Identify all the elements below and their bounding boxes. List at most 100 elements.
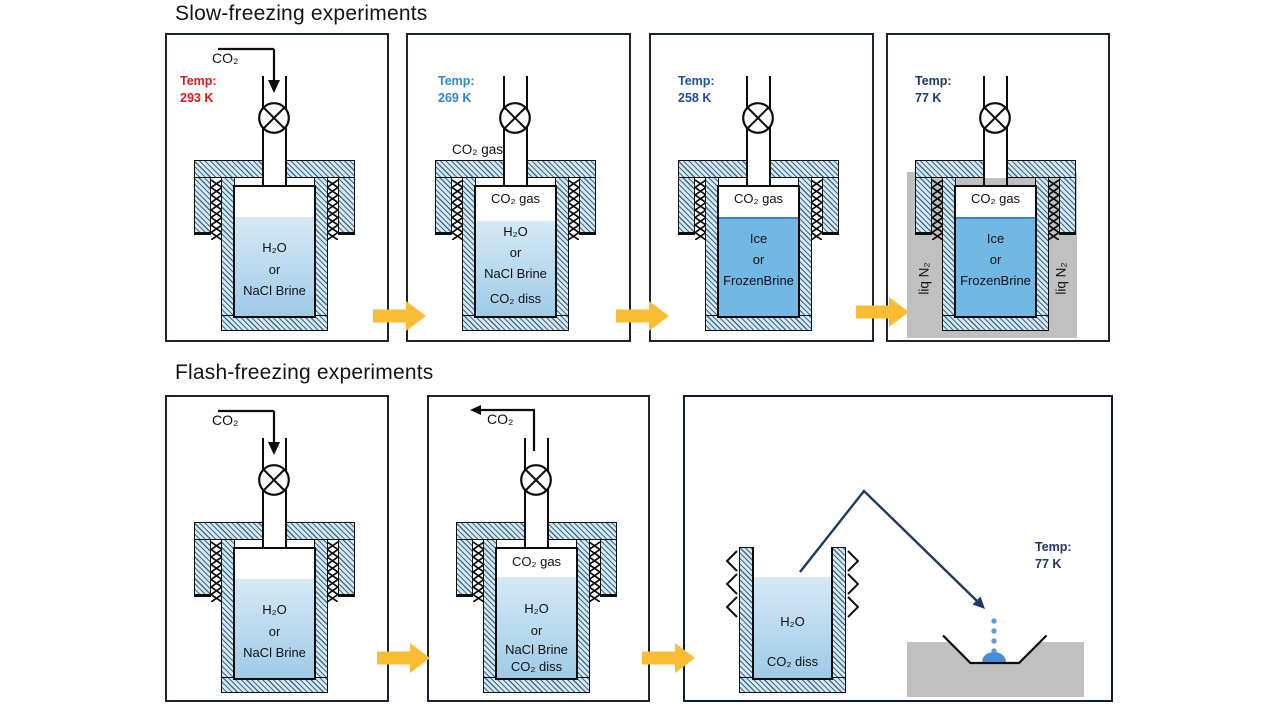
content-line-3: NaCl Brine [243,283,306,298]
temp-value: 269 K [438,91,472,106]
content-line-4: CO₂ diss [489,291,542,306]
content-line-2: or [509,245,522,260]
content-line-1: H₂O [503,224,528,239]
valve-icon [258,464,290,496]
liquid-fill [235,217,314,316]
spring-seal-right-icon [568,179,579,240]
spring-seal-right-icon [811,179,822,240]
outer-jacket-left [194,539,211,597]
content-line-1: H₂O [262,240,287,255]
splat-path-overlay [799,489,1048,665]
droplet-trail-dots-icon [991,618,997,654]
lid-tube-slot [263,160,285,178]
gas-tube-right-line [547,438,549,549]
spring-seal-left-icon [452,179,463,240]
outer-jacket-left [456,539,473,597]
gas-tube-left-line [503,76,505,187]
flow-arrow-icon-5 [642,643,695,673]
co2-inlet-arrow-icon [218,47,280,93]
flow-arrow-icon-1 [373,301,426,331]
co2-outlet-label: CO₂ [487,411,514,427]
valve-icon [979,102,1011,134]
outer-jacket-right [822,177,839,235]
outer-jacket-right [600,539,617,597]
lid-tube-slot [984,160,1006,178]
spring-seal-left-icon [211,179,222,240]
slow-panel-3: Temp: 258 K CO₂ gas Ice or FrozenBrine [649,33,874,342]
liquid-fill [235,579,314,678]
outer-jacket-right [338,177,355,235]
temp-readout: Temp: 77 K [1035,539,1072,574]
flash-panel-3: Temp: 77 K H₂O CO₂ diss [683,395,1113,702]
liquid-fill [754,577,831,678]
spring-seal-left-icon [473,541,484,602]
valve-icon [258,102,290,134]
temp-label: Temp: [1035,540,1072,554]
slow-freezing-title: Slow-freezing experiments [175,2,428,25]
content-line-2: or [752,252,765,267]
temp-value: 293 K [180,91,214,106]
ln2-label-left: liq N₂ [916,262,932,295]
co2-gas-outside-label: CO₂ gas [452,142,504,157]
spring-seal-left-icon [211,541,222,602]
dish-notch-outline [942,634,1048,665]
vessel-wall-right [555,177,569,331]
spring-seal-right-icon [327,541,338,602]
outer-jacket-left [435,177,452,235]
temp-readout: Temp: 77 K [915,73,952,108]
vessel-interior [233,185,316,318]
content-line-2: or [268,262,281,277]
temp-value: 77 K [1035,557,1062,572]
outer-jacket-right [338,539,355,597]
temp-readout: Temp: 258 K [678,73,715,108]
vessel-interior [717,185,800,318]
ice-fill [719,217,798,316]
spring-seal-left-icon [695,179,706,240]
valve-icon [520,464,552,496]
flash-panel-2: CO₂ CO₂ gas H₂O or NaCl Brine CO₂ diss [427,395,650,702]
content-line-3: NaCl Brine [484,266,547,281]
content-line-4: CO₂ diss [510,659,563,674]
temp-label: Temp: [438,74,475,88]
flash-panel-1: CO₂ H₂O or NaCl Brine [165,395,389,702]
content-line-3: NaCl Brine [243,645,306,660]
temp-label: Temp: [180,74,217,88]
ln2-label-right: liq N₂ [1053,262,1069,295]
outer-jacket-left [194,177,211,235]
beaker-line-1: H₂O [780,614,805,629]
temp-label: Temp: [678,74,715,88]
spring-seal-left-icon [932,179,943,240]
content-line-2: or [268,624,281,639]
co2-outlet-arrow-icon [470,405,536,451]
lid-tube-slot [263,522,285,540]
content-line-1: H₂O [524,601,549,616]
vessel-interior [474,185,557,318]
spring-seal-right-icon [327,179,338,240]
gas-tube-left-line [524,438,526,549]
slow-panel-2: Temp: 269 K CO₂ gas CO₂ gas H₂O or NaCl … [406,33,631,342]
headspace-label: CO₂ gas [733,191,784,206]
spring-seal-right-icon [589,541,600,602]
vessel-wall-right [314,177,328,331]
co2-inlet-label: CO₂ [212,412,239,428]
temp-label: Temp: [915,74,952,88]
slow-panel-4: Temp: 77 K liq N₂ liq N₂ CO₂ gas Ice or … [886,33,1110,342]
trajectory-arrow-icon [799,489,985,609]
headspace-label: CO₂ gas [970,191,1021,206]
gas-tube-right-line [285,76,287,187]
co2-inlet-arrow-icon [218,409,280,455]
content-line-3: FrozenBrine [960,273,1031,288]
outer-jacket-left [915,177,932,235]
spring-seal-right-icon [1048,179,1059,240]
thread-marks-right-icon [847,550,859,618]
lid-tube-slot [747,160,769,178]
temp-readout: Temp: 293 K [180,73,217,108]
content-line-3: NaCl Brine [505,642,568,657]
gas-tube-left-line [262,438,264,549]
liquid-fill [476,221,555,316]
vessel-wall-right [314,539,328,693]
flow-arrow-icon-3 [856,297,909,327]
gas-tube-right-line [1006,76,1008,187]
vessel-interior [495,547,578,680]
